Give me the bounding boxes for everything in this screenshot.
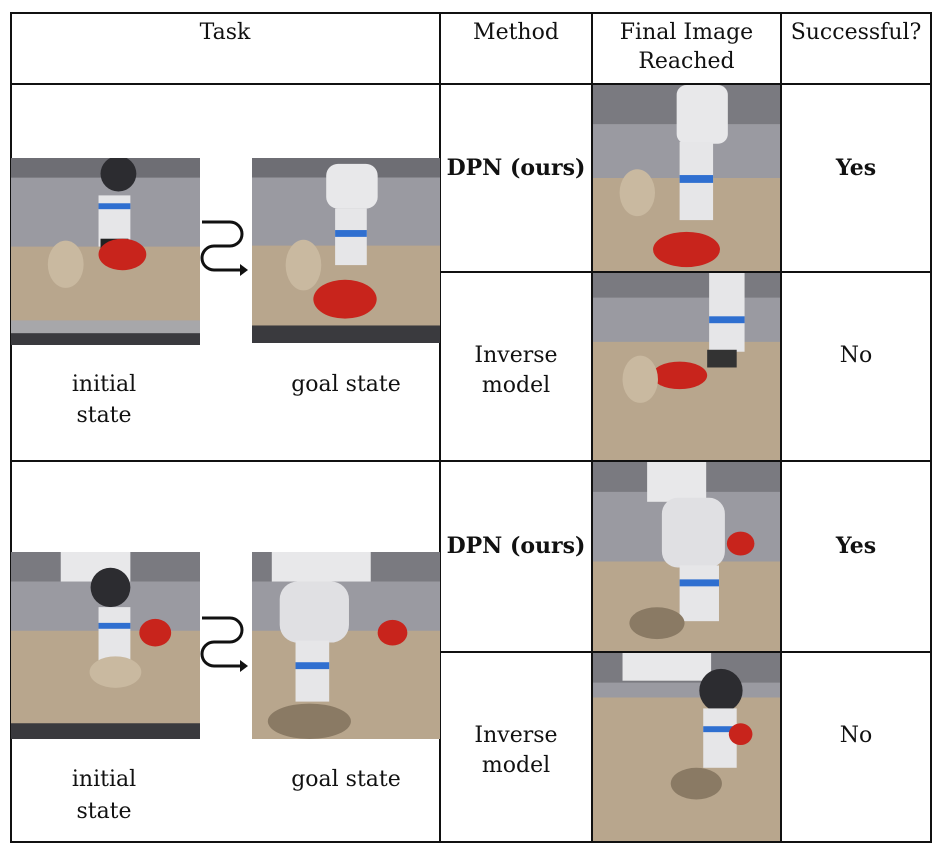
col-divider-method (591, 12, 593, 843)
row-divider (10, 460, 932, 462)
header-divider (10, 83, 932, 85)
row1-split (440, 271, 932, 273)
row2-goal-label: goal state (291, 767, 401, 792)
row2-goal-state-image (252, 552, 440, 739)
transition-arrow-icon (200, 220, 248, 276)
header-task: Task (199, 20, 251, 45)
row1-goal-label: goal state (291, 372, 401, 397)
row2a-method: DPN (ours) (446, 533, 586, 559)
header-final-image-line1: Final Image (619, 20, 754, 45)
table-border-right (930, 12, 932, 843)
row1a-success: Yes (835, 155, 877, 181)
header-final-image-line2: Reached (638, 49, 735, 74)
row2-initial-state-image (11, 552, 200, 739)
table-border-left (10, 12, 12, 843)
results-table: Task Method Final Image Reached Successf… (10, 12, 932, 843)
row1a-final-image (593, 85, 780, 271)
row2b-method-line2: model (481, 753, 551, 778)
row2-initial-label-line1: initial (71, 767, 137, 792)
header-successful: Successful? (790, 20, 922, 45)
row2-split (440, 651, 932, 653)
row2b-success: No (839, 723, 873, 748)
header-method: Method (473, 20, 559, 45)
row2-initial-label-line2: state (76, 799, 132, 824)
row2b-method-line1: Inverse (474, 723, 558, 748)
row1-goal-state-image (252, 158, 440, 343)
col-divider-task (439, 12, 441, 843)
row1b-method-line1: Inverse (474, 343, 558, 368)
row1b-success: No (839, 343, 873, 368)
row2b-final-image (593, 653, 780, 841)
transition-arrow-icon (200, 616, 248, 672)
row1-initial-label-line2: state (76, 403, 132, 428)
col-divider-image (780, 12, 782, 843)
row2a-final-image (593, 462, 780, 651)
row2a-success: Yes (835, 533, 877, 559)
row1b-final-image (593, 273, 780, 460)
table-border-top (10, 12, 932, 14)
row1-initial-state-image (11, 158, 200, 345)
row1a-method: DPN (ours) (446, 155, 586, 181)
row1-initial-label-line1: initial (71, 372, 137, 397)
row1b-method-line2: model (481, 373, 551, 398)
table-border-bottom (10, 841, 932, 843)
